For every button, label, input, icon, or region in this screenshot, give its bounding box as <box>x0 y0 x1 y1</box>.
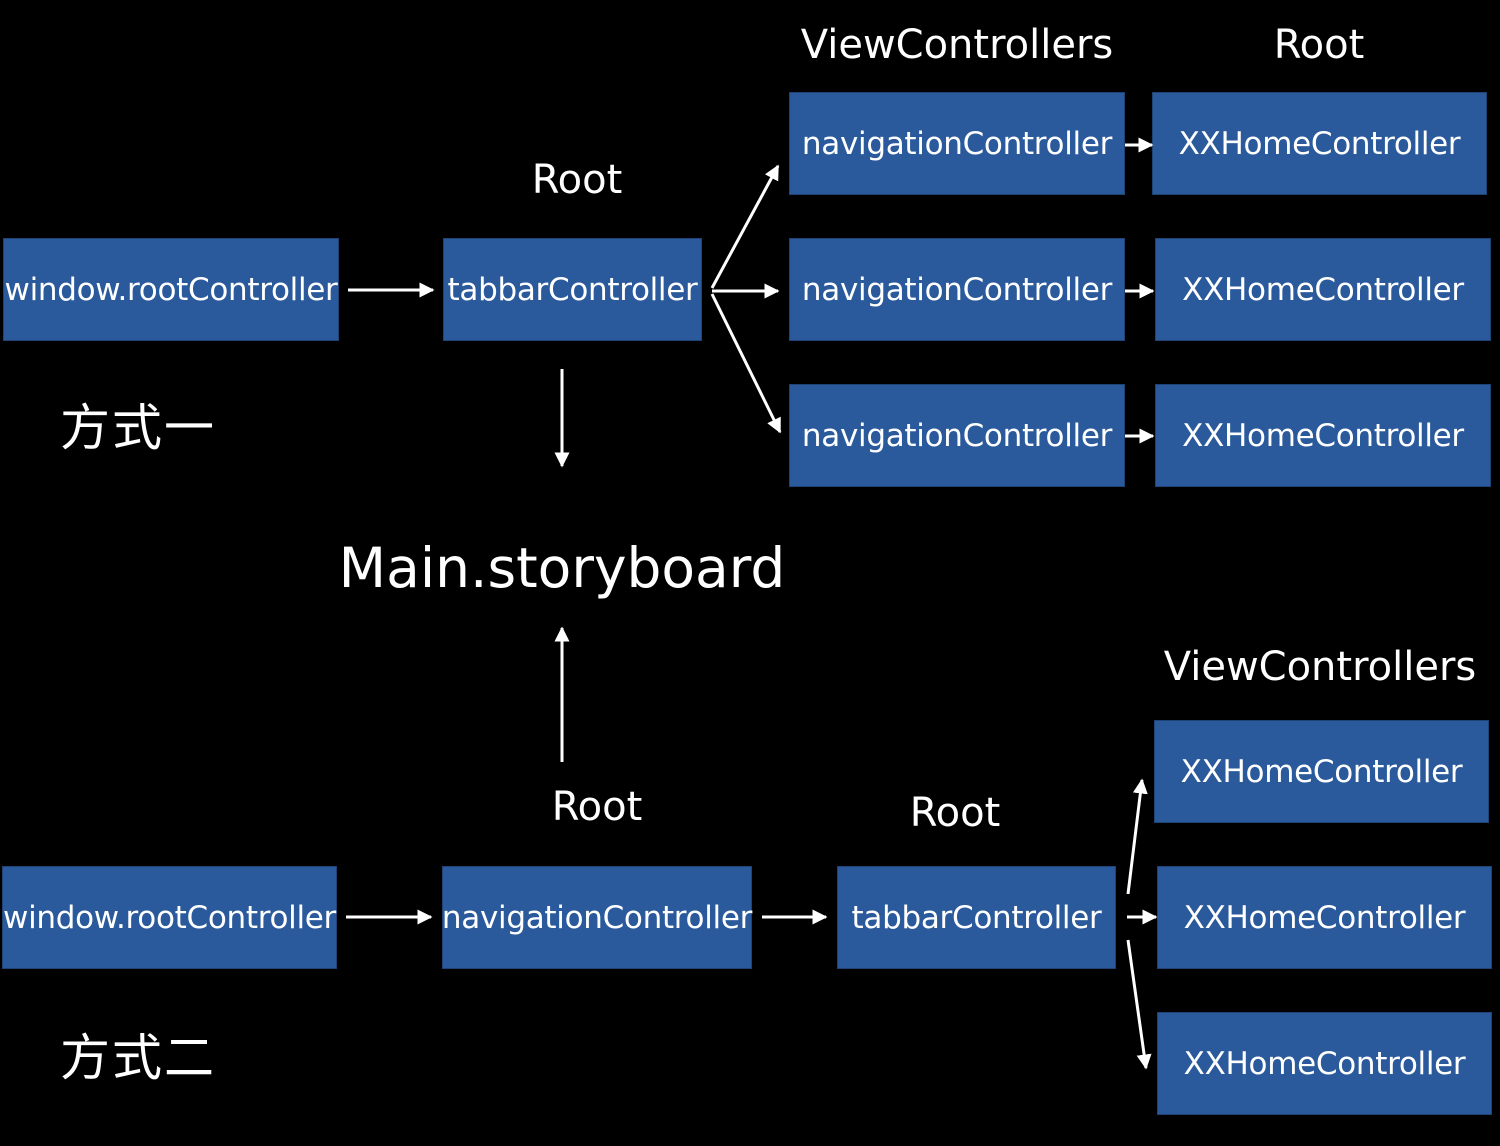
root-label-tabbar-top: Root <box>531 157 623 203</box>
arrow-tabbar-to-nav-1 <box>710 164 780 289</box>
home-controller-box-4: XXHomeController <box>1154 720 1489 823</box>
navigation-controller-box-1: navigationController <box>789 92 1125 195</box>
method-two-title: 方式二 <box>60 1029 216 1087</box>
home-controller-box-6: XXHomeController <box>1157 1012 1492 1115</box>
arrow-tabbar-to-home6 <box>1126 939 1152 1070</box>
window-root-controller-box-one: window.rootController <box>3 238 339 341</box>
viewcontrollers-label-top: ViewControllers <box>800 22 1114 68</box>
home-controller-box-3: XXHomeController <box>1155 384 1491 487</box>
home-controller-box-1: XXHomeController <box>1152 92 1487 195</box>
window-root-controller-box-two: window.rootController <box>2 866 337 969</box>
tabbar-controller-box-one: tabbarController <box>443 238 702 341</box>
arrow-tabbar-to-nav-3 <box>710 293 782 434</box>
root-label-tabbar-bottom: Root <box>909 790 1001 836</box>
tabbar-controller-box-two: tabbarController <box>837 866 1116 969</box>
navigation-controller-box-2: navigationController <box>789 238 1125 341</box>
viewcontrollers-label-bottom: ViewControllers <box>1163 644 1477 690</box>
navigation-controller-box-two: navigationController <box>442 866 752 969</box>
home-controller-box-5: XXHomeController <box>1157 866 1492 969</box>
method-one-title: 方式一 <box>60 399 216 457</box>
arrow-tabbar-to-home4 <box>1126 778 1148 895</box>
root-label-navigation-bottom: Root <box>551 784 643 830</box>
home-controller-box-2: XXHomeController <box>1155 238 1491 341</box>
navigation-controller-box-3: navigationController <box>789 384 1125 487</box>
root-label-top: Root <box>1273 22 1365 68</box>
main-storyboard-label: Main.storyboard <box>338 536 786 600</box>
